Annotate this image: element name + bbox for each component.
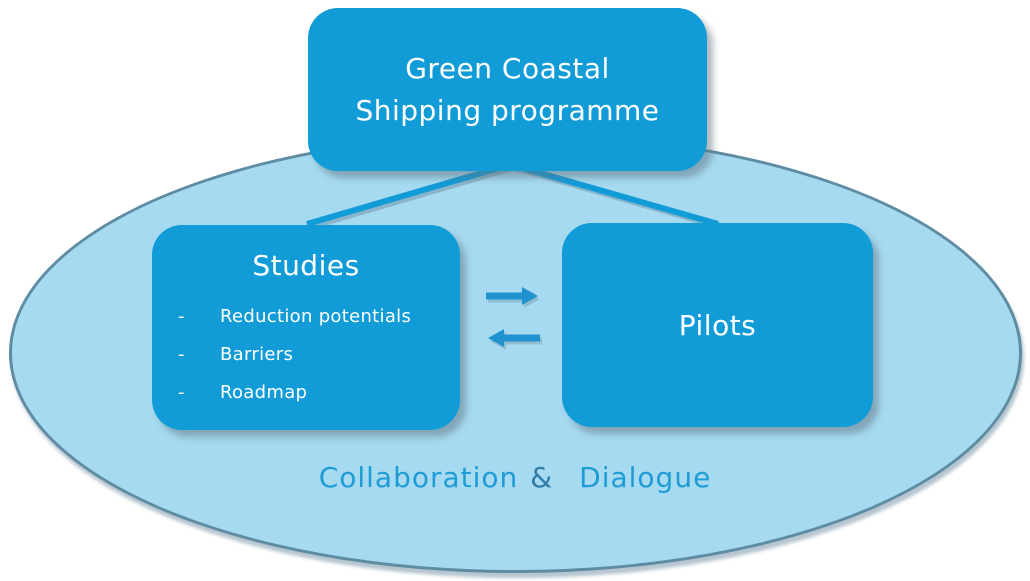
caption-ampersand: & (530, 461, 554, 494)
pilots-title: Pilots (678, 308, 757, 342)
bullet-dash: - (178, 344, 185, 365)
node-pilots: Pilots (562, 223, 873, 427)
list-item: - Barriers (152, 336, 460, 374)
bullet-dash: - (178, 306, 185, 327)
studies-title: Studies (252, 249, 360, 282)
studies-list: - Reduction potentials - Barriers - Road… (152, 298, 460, 412)
studies-item-label: Barriers (220, 344, 294, 365)
studies-item-label: Roadmap (220, 382, 308, 403)
bullet-dash: - (178, 382, 185, 403)
programme-title-line2: Shipping programme (355, 93, 660, 127)
node-studies: Studies - Reduction potentials - Barrier… (152, 225, 460, 430)
node-green-coastal-shipping-programme: Green Coastal Shipping programme (308, 8, 707, 171)
caption-word-dialogue: Dialogue (579, 461, 712, 494)
list-item: - Reduction potentials (152, 298, 460, 336)
studies-item-label: Reduction potentials (220, 306, 412, 327)
list-item: - Roadmap (152, 374, 460, 412)
caption-word-collaboration: Collaboration (318, 461, 519, 494)
collaboration-dialogue-caption: Collaboration&Dialogue (0, 461, 1030, 494)
programme-title-line1: Green Coastal (405, 51, 610, 85)
